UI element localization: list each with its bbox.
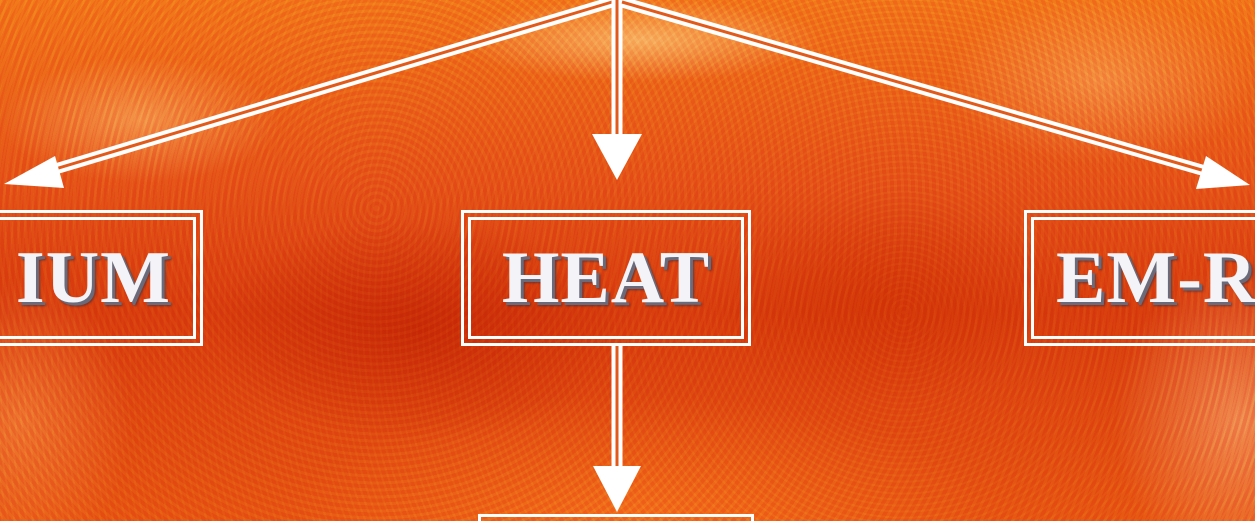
node-left-box: IUM — [0, 217, 196, 339]
arrow-to-right — [622, 2, 1250, 189]
arrow-to-left — [4, 2, 612, 188]
node-heat-label: HEAT — [502, 236, 710, 321]
arrow-to-heat — [592, 0, 642, 180]
node-heat-box: HEAT — [468, 217, 744, 339]
node-bottom-box — [478, 514, 754, 521]
node-left-label: IUM — [16, 236, 171, 321]
arrow-heat-to-bottom — [593, 344, 641, 512]
node-right-box: EM-R — [1031, 217, 1255, 339]
node-right-label: EM-R — [1056, 236, 1255, 321]
